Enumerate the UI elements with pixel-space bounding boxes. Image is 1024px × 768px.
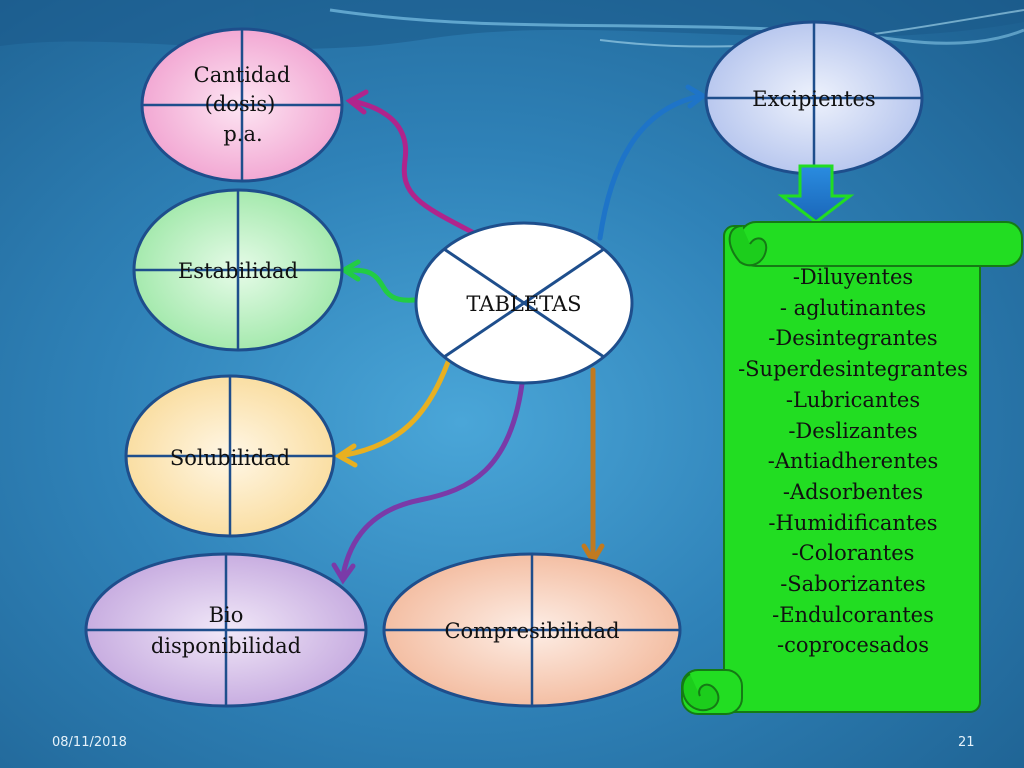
node-excipientes: Excipientes [704, 20, 924, 176]
node-tabletas: TABLETAS [414, 221, 634, 385]
node-estabilidad: Estabilidad [132, 188, 344, 352]
excipient-item: -Lubricantes [785, 387, 921, 412]
excipient-item: -Antiadherentes [767, 449, 939, 474]
excipient-item: -Superdesintegrantes [738, 357, 968, 382]
arrowhead-bio-icon [331, 562, 356, 585]
cantidad-line-2: (dosis) [205, 92, 276, 116]
excipient-item: -Humidificantes [768, 510, 938, 535]
excipient-item: -Endulcorantes [772, 602, 934, 627]
excipient-list: -Diluyentes - aglutinantes -Desintegrant… [728, 262, 978, 661]
tabletas-label: TABLETAS [466, 292, 581, 316]
arrow-to-estabilidad [343, 267, 417, 303]
arrow-to-cantidad [349, 98, 475, 235]
excipient-item: -coprocesados [777, 633, 929, 658]
arrowhead-estabilidad-icon [339, 259, 361, 282]
excipient-item: - aglutinantes [779, 295, 927, 320]
estabilidad-label: Estabilidad [178, 259, 298, 283]
node-compresibilidad: Compresibilidad [382, 552, 682, 708]
down-arrow-icon [777, 164, 855, 224]
arrow-to-solubilidad [342, 359, 451, 458]
arrowhead-cantidad-icon [345, 89, 369, 115]
excipient-item: -Diluyentes [792, 265, 914, 289]
arrowhead-excipientes-icon [685, 84, 708, 109]
cantidad-line-3: p.a. [223, 122, 262, 146]
bio-line-1: Bio [209, 603, 244, 627]
footer-page-number: 21 [958, 735, 975, 750]
arrow-to-excipientes [597, 93, 703, 241]
solubilidad-label: Solubilidad [170, 446, 290, 470]
excipient-item: -Desintegrantes [768, 326, 938, 351]
node-solubilidad: Solubilidad [124, 374, 336, 538]
excipientes-label: Excipientes [752, 87, 875, 111]
arrow-to-bio [340, 381, 525, 578]
arrowhead-solubilidad-icon [334, 443, 358, 468]
cantidad-line-1: Cantidad [194, 63, 291, 87]
connectors [331, 84, 708, 585]
bio-line-2: disponibilidad [151, 634, 301, 658]
excipient-item: -Colorantes [791, 541, 915, 566]
compresibilidad-label: Compresibilidad [444, 619, 619, 643]
node-biodisponibilidad: Bio disponibilidad [84, 552, 368, 708]
excipient-item: -Adsorbentes [782, 479, 924, 504]
footer-date: 08/11/2018 [52, 735, 127, 750]
scroll-shape [681, 221, 1023, 715]
node-cantidad: Cantidad (dosis) p.a. [140, 27, 344, 183]
excipient-item: -Deslizantes [788, 418, 918, 443]
excipient-item: -Saborizantes [780, 572, 926, 597]
